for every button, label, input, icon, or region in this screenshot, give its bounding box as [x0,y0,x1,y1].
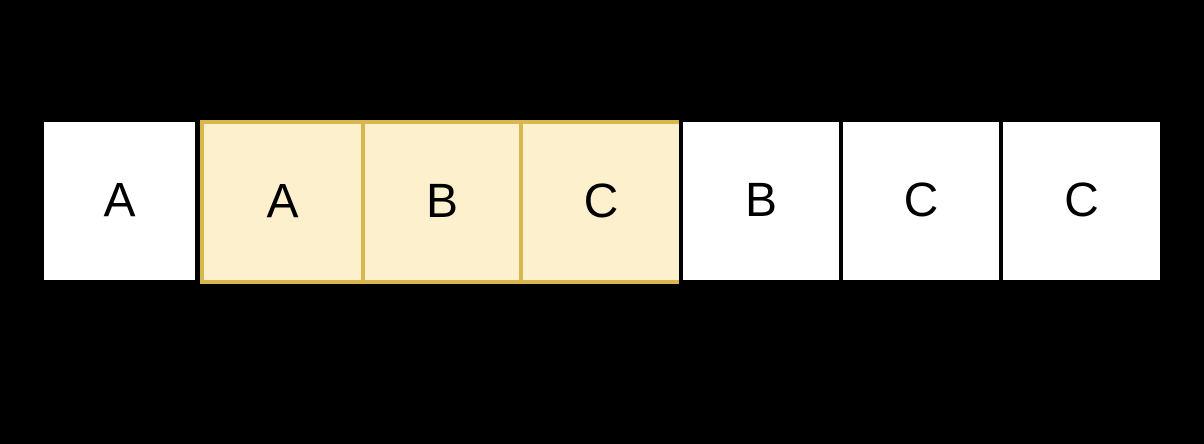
cell-label: A [266,175,299,228]
highlighted-cell: B [361,124,519,280]
array-cell: C [1003,122,1160,280]
cell-label: A [103,174,136,227]
cell-label: B [744,174,777,227]
array-cell: B [683,122,839,280]
highlighted-cell: C [519,124,679,280]
cell-label: C [1064,174,1099,227]
highlight-window: A B C [200,120,679,284]
highlighted-cell: A [204,124,361,280]
array-cell: C [843,122,999,280]
cell-label: C [903,174,939,227]
array-cell: A [44,122,195,280]
cell-label: B [425,175,458,228]
cell-label: C [583,175,619,228]
